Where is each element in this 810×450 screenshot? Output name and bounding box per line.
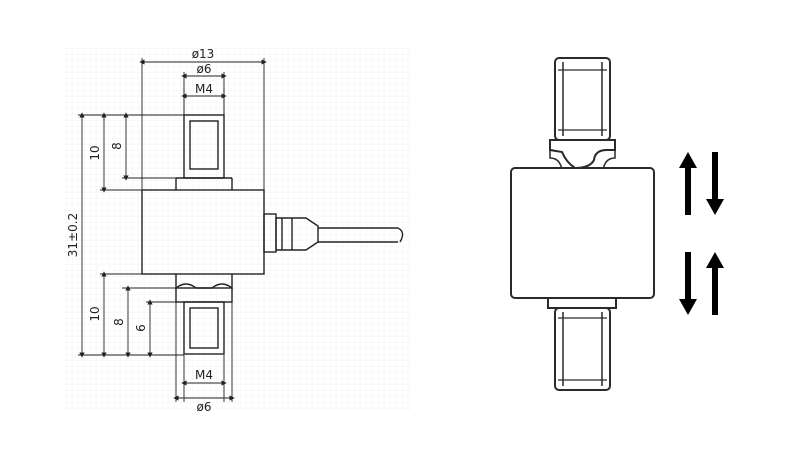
bottom-thread xyxy=(183,301,225,355)
cable xyxy=(318,227,398,243)
force-arrows xyxy=(679,152,724,315)
top-thread xyxy=(183,114,225,179)
label-height-total: 31±0.2 xyxy=(66,213,80,257)
technical-drawing: ø13 ø6 M4 M4 ø6 31±0.2 10 8 10 8 6 xyxy=(62,45,412,414)
label-d-neck-top: ø6 xyxy=(197,62,212,76)
cable-gland-hex xyxy=(281,218,293,250)
top-thread-inner xyxy=(189,120,219,170)
arrow-up-down-icon xyxy=(679,152,724,215)
sensor-outline xyxy=(141,114,404,355)
label-d-body: ø13 xyxy=(192,47,215,61)
label-bot-8: 8 xyxy=(112,318,126,326)
top-neck xyxy=(549,139,616,170)
label-bot-6: 6 xyxy=(134,324,148,332)
cable-break xyxy=(397,227,404,243)
label-thread-bottom: M4 xyxy=(195,368,213,382)
label-bot-10: 10 xyxy=(88,306,102,321)
load-cell-body xyxy=(510,167,655,299)
label-top-10: 10 xyxy=(88,145,102,160)
bottom-stud xyxy=(554,307,611,391)
bottom-flange xyxy=(547,297,617,309)
bottom-thread-inner xyxy=(189,307,219,349)
label-top-8: 8 xyxy=(110,142,124,150)
arrow-down-up-icon xyxy=(679,252,724,315)
label-thread-top: M4 xyxy=(195,82,213,96)
label-d-neck-bottom: ø6 xyxy=(197,400,212,414)
dimension-lines xyxy=(78,58,267,402)
load-cell-illustration xyxy=(510,57,655,391)
